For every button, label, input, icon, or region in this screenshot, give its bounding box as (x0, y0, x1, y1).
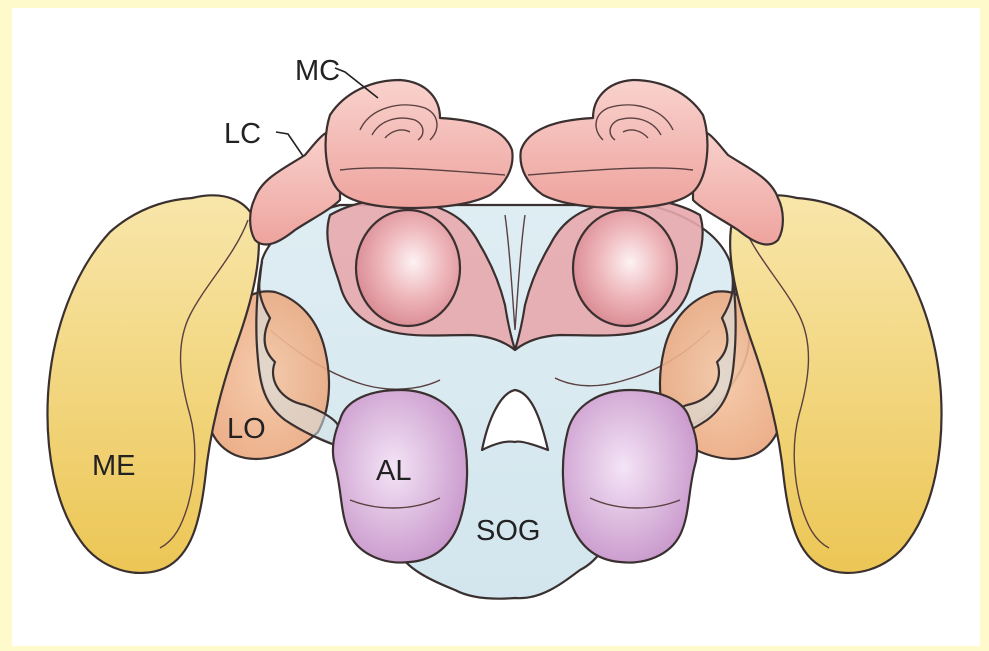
label-lo: LO (227, 413, 266, 445)
mushroom-calyx-right (520, 80, 707, 208)
label-sog: SOG (476, 515, 540, 547)
label-me: ME (92, 450, 136, 482)
label-mc: MC (295, 55, 340, 87)
lc-leader-line (276, 132, 303, 156)
mushroom-calyx-left (326, 80, 513, 208)
lateral-horn-right (573, 210, 677, 326)
antennal-lobe-right (563, 390, 697, 563)
label-al: AL (376, 455, 411, 487)
lateral-horn-left (356, 210, 460, 326)
label-lc: LC (224, 118, 261, 150)
